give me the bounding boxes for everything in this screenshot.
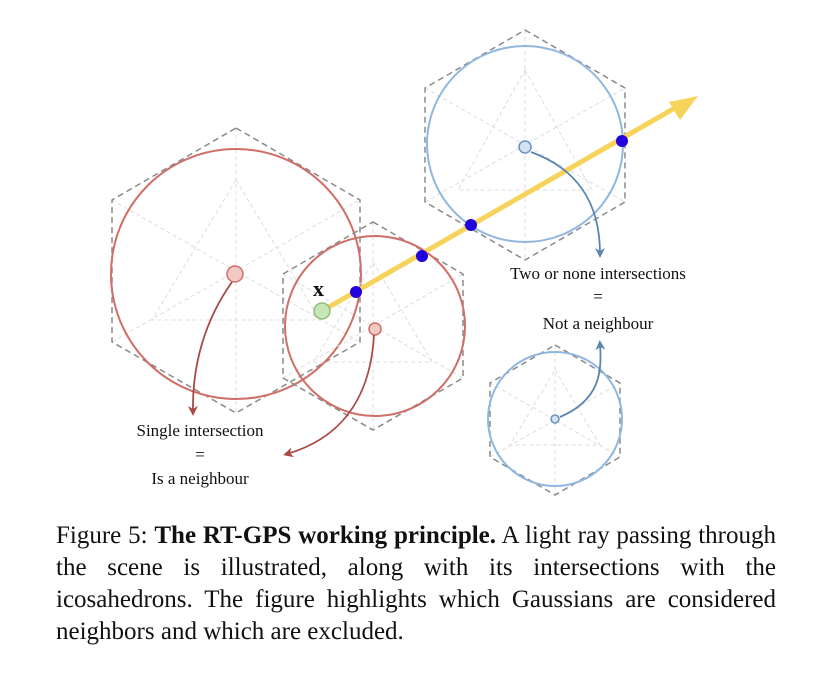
svg-text:Not a neighbour: Not a neighbour (543, 314, 654, 333)
svg-text:Is a neighbour: Is a neighbour (151, 469, 249, 488)
arrow-left-red (187, 281, 233, 416)
svg-text:Two or none intersections: Two or none intersections (510, 264, 686, 283)
caption-prefix: Figure 5: (56, 522, 155, 549)
intersection-point (616, 135, 628, 147)
gaussian-top-blue (424, 29, 626, 261)
point-label-x: x (313, 276, 324, 301)
figure-caption: Figure 5: The RT-GPS working principle. … (56, 520, 776, 648)
gaussian-ellipse (110, 148, 362, 400)
arrow-bottom-blue (559, 340, 606, 418)
arrow-top-blue (530, 151, 605, 258)
caption-bold-title: The RT-GPS working principle. (154, 522, 497, 549)
rt-gps-diagram: x Two or none intersections = Not a neig… (110, 29, 698, 496)
svg-text:=: = (195, 445, 205, 464)
intersection-point (416, 250, 428, 262)
icosahedron-outline (424, 29, 626, 261)
gaussian-bottom-blue (487, 344, 623, 496)
ray-arrowhead (669, 96, 698, 120)
label-not-neighbour: Two or none intersections = Not a neighb… (510, 264, 686, 333)
gaussian-ellipse (284, 235, 466, 417)
gaussian-middle-red (282, 221, 466, 431)
intersection-points (350, 135, 628, 298)
label-is-neighbour: Single intersection = Is a neighbour (136, 421, 264, 488)
intersection-point (350, 286, 362, 298)
intersection-point (465, 219, 477, 231)
icosahedron-outline (111, 127, 361, 414)
gaussian-ellipse (487, 351, 623, 487)
gaussian-center (226, 265, 244, 283)
svg-text:Single intersection: Single intersection (136, 421, 264, 440)
gaussian-center (368, 322, 382, 336)
icosahedron-outline (489, 344, 621, 496)
gaussian-center (550, 414, 560, 424)
ray-origin-point (313, 302, 331, 320)
icosahedron-outline (282, 221, 464, 431)
svg-text:=: = (593, 287, 603, 306)
caption-text: A light ray passing through the scene is… (56, 522, 776, 645)
gaussian-center (518, 140, 532, 154)
gaussian-left-red (110, 127, 362, 414)
arrow-middle-red (283, 334, 375, 458)
